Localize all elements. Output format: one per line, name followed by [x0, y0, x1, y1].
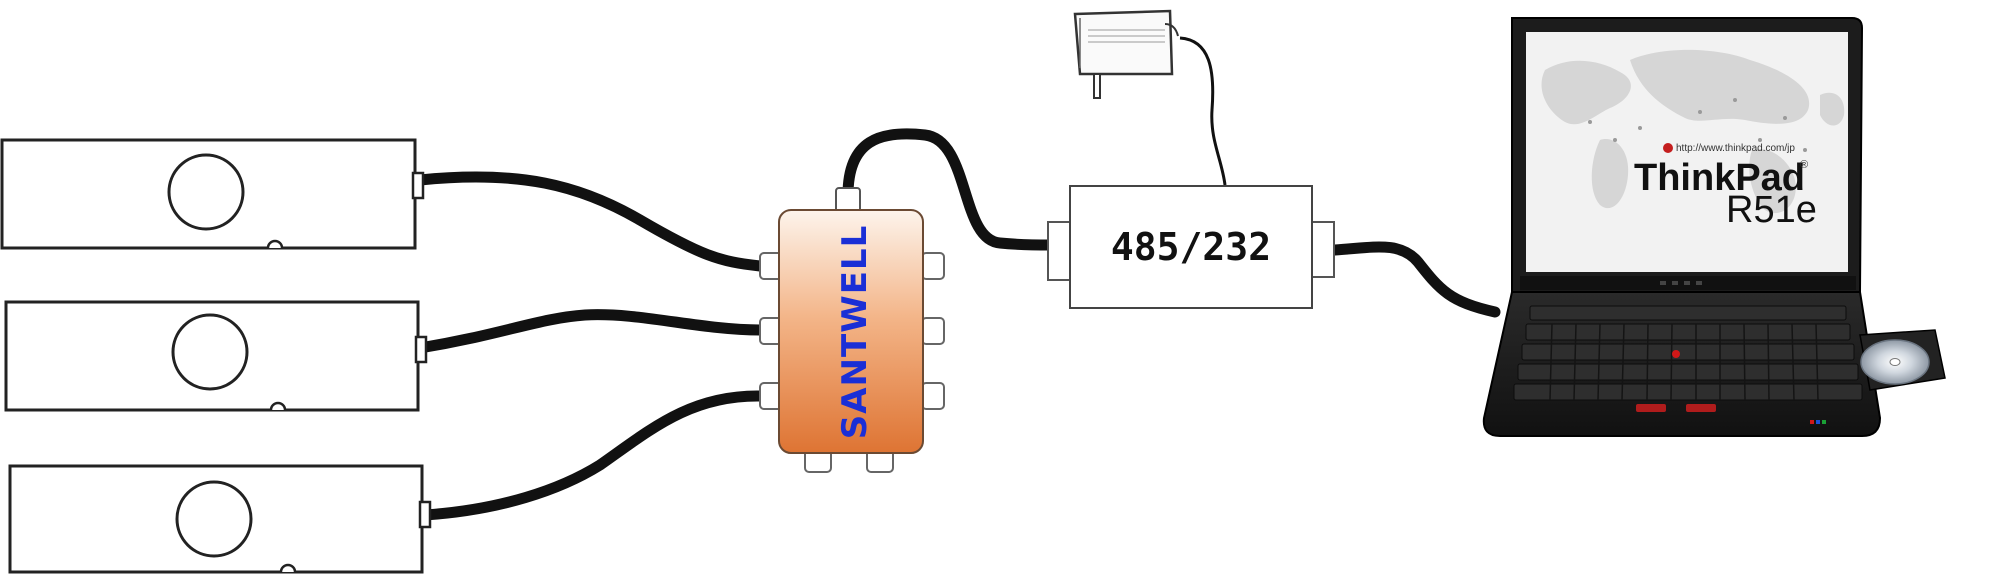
junction-box-body	[778, 209, 924, 454]
laptop-brand: ThinkPad	[1634, 157, 1805, 199]
laptop-registered-mark: ®	[1800, 159, 1808, 171]
junction-right-gland-3	[921, 382, 945, 410]
cable-junction-to-converter	[842, 128, 1056, 251]
load-cell-hole	[171, 313, 249, 391]
junction-box: SANTWELL	[759, 187, 945, 473]
converter-label: 485/232	[1111, 225, 1271, 269]
junction-right-gland-1	[921, 252, 945, 280]
cable-converter-to-laptop	[1329, 241, 1501, 318]
junction-right-gland-2	[921, 317, 945, 345]
cable-load-cell-2	[414, 309, 766, 354]
trackpoint-icon	[1672, 350, 1680, 358]
laptop: http://www.thinkpad.com/jp ThinkPad ® R5…	[1482, 17, 1946, 437]
load-cell-notch	[279, 563, 297, 573]
world-map-graphic	[1541, 49, 1845, 214]
load-cell-connector	[411, 171, 425, 200]
load-cell-connector	[418, 500, 432, 529]
load-cell-2	[4, 300, 428, 412]
load-cell-notch	[266, 239, 284, 249]
junction-box-label: SANTWELL	[835, 225, 875, 440]
junction-top-gland	[835, 187, 861, 213]
laptop-keyboard	[1513, 305, 1863, 401]
cable-load-cell-1	[414, 171, 766, 272]
load-cell-notch	[269, 401, 287, 411]
ibm-logo-icon	[1810, 420, 1826, 424]
laptop-url: http://www.thinkpad.com/jp	[1676, 143, 1795, 154]
trackpoint-button-left	[1636, 404, 1666, 412]
power-adapter-plug	[1093, 73, 1101, 99]
converter-right-port	[1309, 221, 1335, 278]
laptop-model: R51e	[1726, 189, 1817, 231]
load-cell-3	[8, 464, 432, 574]
power-adapter-cord	[1179, 36, 1227, 186]
load-cell-hole	[175, 480, 253, 558]
load-cell-connector	[414, 335, 428, 364]
converter-left-port	[1047, 221, 1073, 281]
load-cell-hole	[167, 153, 245, 231]
converter-body	[1069, 185, 1313, 309]
load-cell-1	[0, 138, 425, 250]
url-bullet-icon	[1663, 143, 1673, 153]
cable-load-cell-3	[419, 390, 766, 521]
power-adapter	[1073, 9, 1179, 99]
cables	[414, 128, 1501, 521]
converter-485-232: 485/232	[1047, 185, 1335, 309]
trackpoint-button-right	[1686, 404, 1716, 412]
